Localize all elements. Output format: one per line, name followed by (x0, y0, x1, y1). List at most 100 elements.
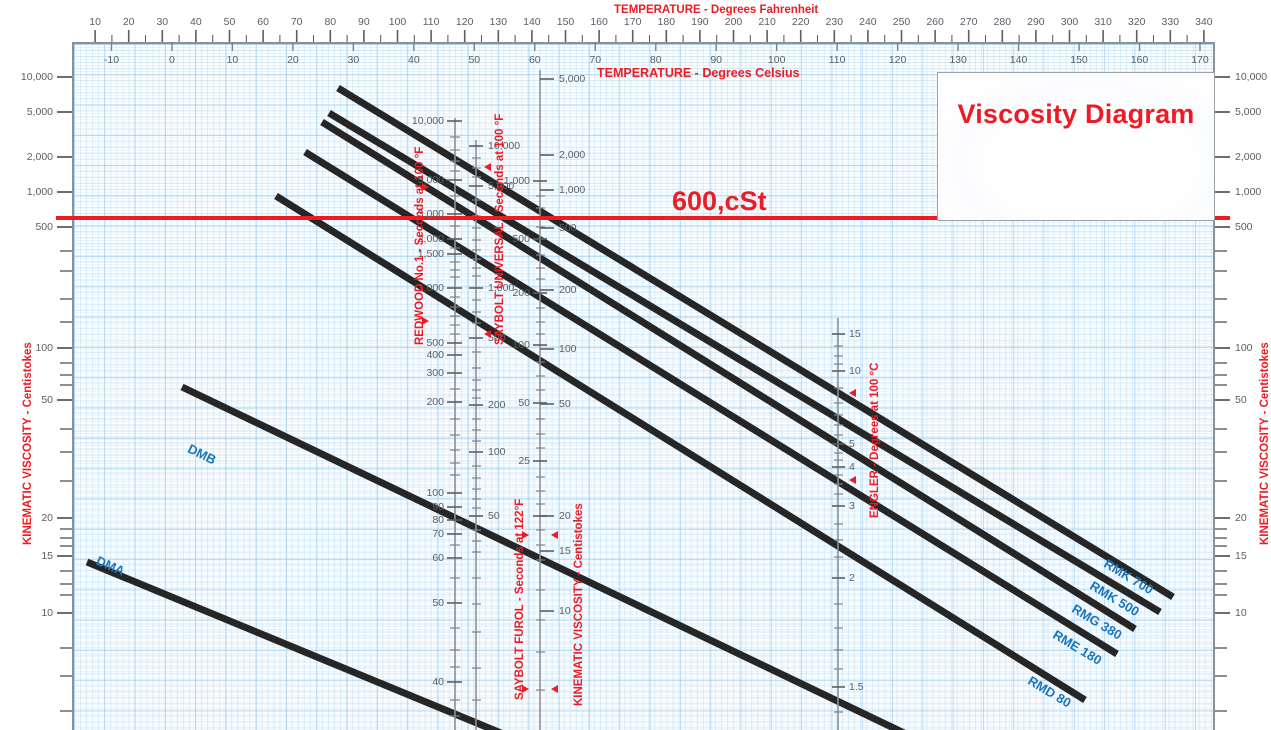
right-tick-8: 15 (1235, 550, 1247, 562)
redwood-tick-7: 400 (426, 349, 444, 361)
saybolt-universal-scale-title: SAYBOLT UNIVERSAL - Seconds at 100 °F (494, 113, 506, 345)
right-tick-1: 5,000 (1235, 106, 1262, 118)
f-tick-10: 110 (422, 16, 440, 28)
c-tick-0: -10 (103, 54, 120, 66)
right-axis-ticks (1215, 76, 1230, 712)
right-tick-7: 20 (1235, 512, 1247, 524)
saybolt-universal-pointer-bottom-icon (484, 330, 491, 338)
right-tick-4: 500 (1235, 221, 1253, 233)
engler-tick-4: 3 (849, 500, 855, 512)
redwood-tick-13: 70 (432, 528, 444, 540)
redwood-pointer-top-icon (422, 183, 429, 191)
kin-tick-8: 15 (559, 545, 571, 557)
c-tick-8: 70 (589, 54, 602, 66)
f-tick-4: 50 (223, 16, 236, 28)
left-tick-2: 2,000 (26, 151, 53, 163)
redwood-tick-5: 1,000 (417, 282, 444, 294)
redwood-tick-14: 60 (432, 552, 444, 564)
sau-tick-0: 10,000 (488, 140, 521, 152)
f-tick-31: 320 (1127, 16, 1146, 28)
f-tick-0: 10 (89, 16, 101, 28)
c-tick-5: 40 (408, 54, 420, 66)
redwood-scale-title: REDWOOD No.1 - Seconds at 100 °F (414, 146, 426, 345)
redwood-tick-2: 3,000 (417, 208, 444, 220)
c-tick-4: 30 (347, 54, 360, 66)
left-axis-ticks (57, 76, 72, 712)
redwood-tick-6: 500 (426, 337, 444, 349)
f-tick-22: 230 (825, 16, 844, 28)
left-tick-8: 15 (41, 550, 53, 562)
saybolt-furol-scale-title: SAYBOLT FUROL - Seconds at 122°F (514, 498, 526, 700)
f-tick-32: 330 (1161, 16, 1180, 28)
top-celsius-axis-label: TEMPERATURE - Degrees Celsius (597, 66, 800, 80)
top-fahrenheit-axis-label: TEMPERATURE - Degrees Fahrenheit (614, 4, 819, 16)
sfu-tick-5: 25 (518, 455, 530, 467)
f-tick-20: 210 (758, 16, 776, 28)
engler-tick-2: 5 (849, 438, 855, 450)
f-tick-14: 150 (556, 16, 575, 28)
f-tick-5: 60 (257, 16, 269, 28)
kin-tick-6: 50 (559, 398, 571, 410)
f-tick-24: 250 (892, 16, 911, 28)
kin-tick-5: 100 (559, 343, 577, 355)
f-tick-13: 140 (523, 16, 541, 28)
kin-tick-4: 200 (559, 284, 577, 296)
c-tick-6: 50 (468, 54, 481, 66)
right-axis-title: KINEMATIC VISCOSITY - Centistokes (1259, 342, 1271, 545)
f-tick-30: 310 (1094, 16, 1112, 28)
left-tick-7: 20 (41, 512, 53, 524)
redwood-tick-11: 90 (432, 501, 444, 513)
left-tick-1: 5,000 (26, 106, 53, 118)
right-tick-2: 2,000 (1235, 151, 1262, 163)
f-tick-28: 290 (1027, 16, 1045, 28)
kin-tick-2: 1,000 (559, 184, 586, 196)
kin-tick-0: 5,000 (559, 73, 586, 85)
f-tick-3: 40 (190, 16, 202, 28)
c-tick-11: 100 (767, 54, 786, 66)
left-tick-4: 500 (35, 221, 53, 233)
sfu-tick-1: 500 (512, 233, 530, 245)
engler-pointer-bottom-icon (849, 476, 856, 484)
sfu-tick-0: 1,000 (503, 175, 530, 187)
right-tick-9: 10 (1235, 607, 1247, 619)
sau-tick-6: 50 (488, 510, 500, 522)
redwood-tick-16: 40 (432, 676, 444, 688)
left-tick-3: 1,000 (26, 186, 53, 198)
f-tick-19: 200 (724, 16, 743, 28)
title-card-text: Viscosity Diagram (957, 99, 1195, 129)
right-tick-0: 10,000 (1235, 71, 1268, 83)
f-tick-2: 30 (156, 16, 169, 28)
sau-tick-3: 500 (488, 332, 506, 344)
top-fahrenheit-ticks (94, 30, 1205, 42)
f-tick-11: 120 (455, 16, 474, 28)
redwood-tick-15: 50 (432, 597, 444, 609)
c-tick-2: 10 (226, 54, 239, 66)
saybolt-universal-pointer-top-icon (484, 163, 491, 171)
kin-tick-3: 500 (559, 222, 577, 234)
left-tick-0: 10,000 (20, 71, 53, 83)
f-tick-25: 260 (926, 16, 944, 28)
redwood-tick-10: 100 (426, 487, 444, 499)
sau-tick-4: 200 (488, 399, 506, 411)
f-tick-9: 100 (388, 16, 407, 28)
engler-tick-5: 2 (849, 572, 855, 584)
c-tick-12: 110 (828, 54, 846, 66)
f-tick-29: 300 (1060, 16, 1079, 28)
f-tick-26: 270 (959, 16, 978, 28)
c-tick-7: 60 (528, 54, 541, 66)
c-tick-13: 120 (888, 54, 907, 66)
kin-tick-9: 10 (559, 605, 571, 617)
f-tick-7: 80 (324, 16, 337, 28)
redwood-tick-3: 2,000 (417, 233, 444, 245)
left-tick-5: 100 (35, 342, 53, 354)
f-tick-17: 180 (657, 16, 676, 28)
left-tick-6: 50 (41, 394, 53, 406)
title-card: Viscosity Diagram (937, 72, 1215, 221)
engler-pointer-top-icon (849, 389, 856, 397)
c-tick-10: 90 (710, 54, 723, 66)
c-tick-16: 150 (1070, 54, 1088, 66)
kin-tick-1: 2,000 (559, 149, 586, 161)
f-tick-23: 240 (859, 16, 877, 28)
redwood-tick-0: 10,000 (411, 115, 444, 127)
